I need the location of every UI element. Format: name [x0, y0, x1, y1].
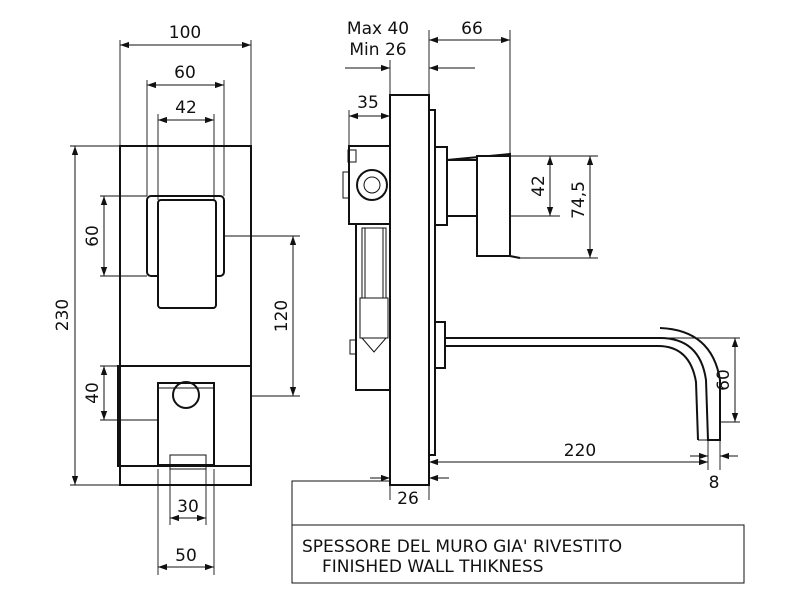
dim-wall-max: Max 40 [347, 19, 409, 39]
dim-spout-height: 40 [83, 382, 103, 404]
note-line-english: FINISHED WALL THIKNESS [322, 557, 544, 577]
front-view: 100 60 42 230 60 120 40 30 50 [53, 23, 300, 575]
dim-width-total: 100 [169, 23, 201, 43]
dim-handle-height: 60 [83, 225, 103, 247]
side-valve-nut-icon [356, 169, 388, 201]
side-handle-base [434, 146, 448, 226]
side-spout [445, 327, 721, 441]
dim-spout-drop: 60 [714, 369, 734, 391]
dim-height-total: 230 [53, 299, 73, 331]
dim-handle-projection: 66 [461, 19, 483, 39]
side-concealed-body [348, 145, 391, 225]
note-line-italian: SPESSORE DEL MURO GIA' RIVESTITO [302, 537, 622, 557]
front-spout-body [157, 382, 215, 466]
side-spout-base [434, 321, 446, 369]
side-wall-plate [389, 94, 430, 486]
dim-body-depth: 35 [357, 93, 379, 113]
dim-axis-distance: 120 [272, 300, 292, 332]
dim-spout-length: 220 [564, 441, 596, 461]
dim-width-handle: 42 [175, 98, 197, 118]
front-handle-lever [157, 199, 217, 309]
side-view: Max 40 Min 26 66 35 42 74,5 60 220 8 26 [342, 19, 740, 509]
dim-handle-plate-height: 74,5 [569, 181, 589, 219]
dim-width-handle-plate: 60 [174, 63, 196, 83]
dim-spout-tip: 8 [709, 473, 720, 493]
dim-wall-min: Min 26 [349, 40, 406, 60]
dim-spout-width: 30 [177, 497, 199, 517]
dim-plate-offset: 26 [397, 489, 419, 509]
front-wall-plate [119, 145, 252, 486]
front-spout-outlet [169, 454, 207, 470]
dim-spout-plate-width: 50 [175, 546, 197, 566]
wall-thickness-note: SPESSORE DEL MURO GIA' RIVESTITO FINISHE… [291, 480, 745, 584]
front-spout-hole-icon [172, 381, 200, 409]
dim-handle-height-side: 42 [529, 175, 549, 197]
